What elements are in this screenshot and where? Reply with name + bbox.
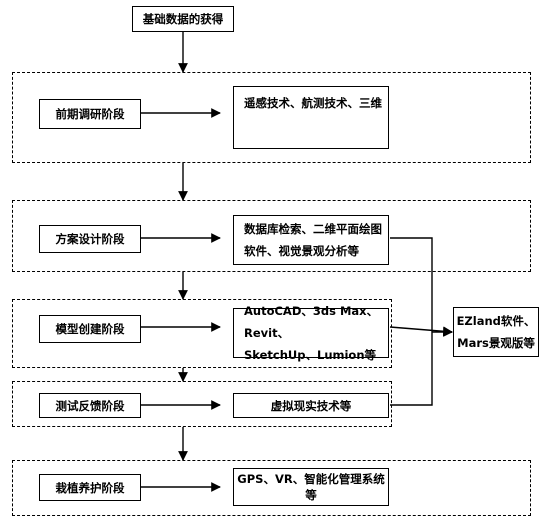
stage-5-tools-text: GPS、VR、智能化管理系统等 [237,472,385,502]
stage-3-label-box: 模型创建阶段 [39,315,141,343]
stage-4-tools-text: 虚拟现实技术等 [270,398,352,413]
stage-2-label: 方案设计阶段 [55,232,125,246]
stage-container-2 [12,200,531,272]
stage-4-tools-box: 虚拟现实技术等 [233,393,389,418]
stage-4-label: 测试反馈阶段 [55,398,125,413]
stage-1-label-box: 前期调研阶段 [39,99,141,129]
stage-3-label: 模型创建阶段 [55,322,125,336]
stage-3-tools-line-1: AutoCAD、3ds Max、Revit、 [244,304,379,340]
side-node-software: EZland软件、 Mars景观版等 [453,307,539,357]
top-node-label: 基础数据的获得 [142,12,224,26]
stage-2-tools-line-1: 数据库检索、二维平面绘图 [244,222,382,236]
bracket-to-side [390,237,433,406]
stage-2-label-box: 方案设计阶段 [39,225,141,253]
stage-1-label: 前期调研阶段 [55,107,125,121]
stage-4-label-box: 测试反馈阶段 [39,393,141,418]
stage-3-tools-box: AutoCAD、3ds Max、Revit、 SketchUp、Lumion等 [233,304,389,362]
stage-container-1 [12,72,531,163]
side-node-line-1: EZland软件、 [456,314,536,328]
stage-5-label: 栽植养护阶段 [55,480,125,495]
stage-2-tools-line-2: 软件、视觉景观分析等 [244,244,359,258]
stage-3-tools-line-2: SketchUp、Lumion等 [244,348,377,362]
top-node-basic-data: 基础数据的获得 [132,6,234,32]
stage-5-tools-box: GPS、VR、智能化管理系统等 [233,468,389,506]
stage-5-label-box: 栽植养护阶段 [39,474,141,501]
side-node-line-2: Mars景观版等 [457,336,535,350]
stage-container-5 [12,460,531,516]
stage-1-tools-text: 遥感技术、航测技术、三维 [244,96,382,110]
stage-container-3 [12,299,392,368]
arrow-side-from-stage3 [389,326,453,337]
stage-2-tools-box: 数据库检索、二维平面绘图 软件、视觉景观分析等 [233,215,389,265]
stage-1-tools-box: 遥感技术、航测技术、三维 [233,86,389,149]
stage-container-4 [12,381,392,427]
